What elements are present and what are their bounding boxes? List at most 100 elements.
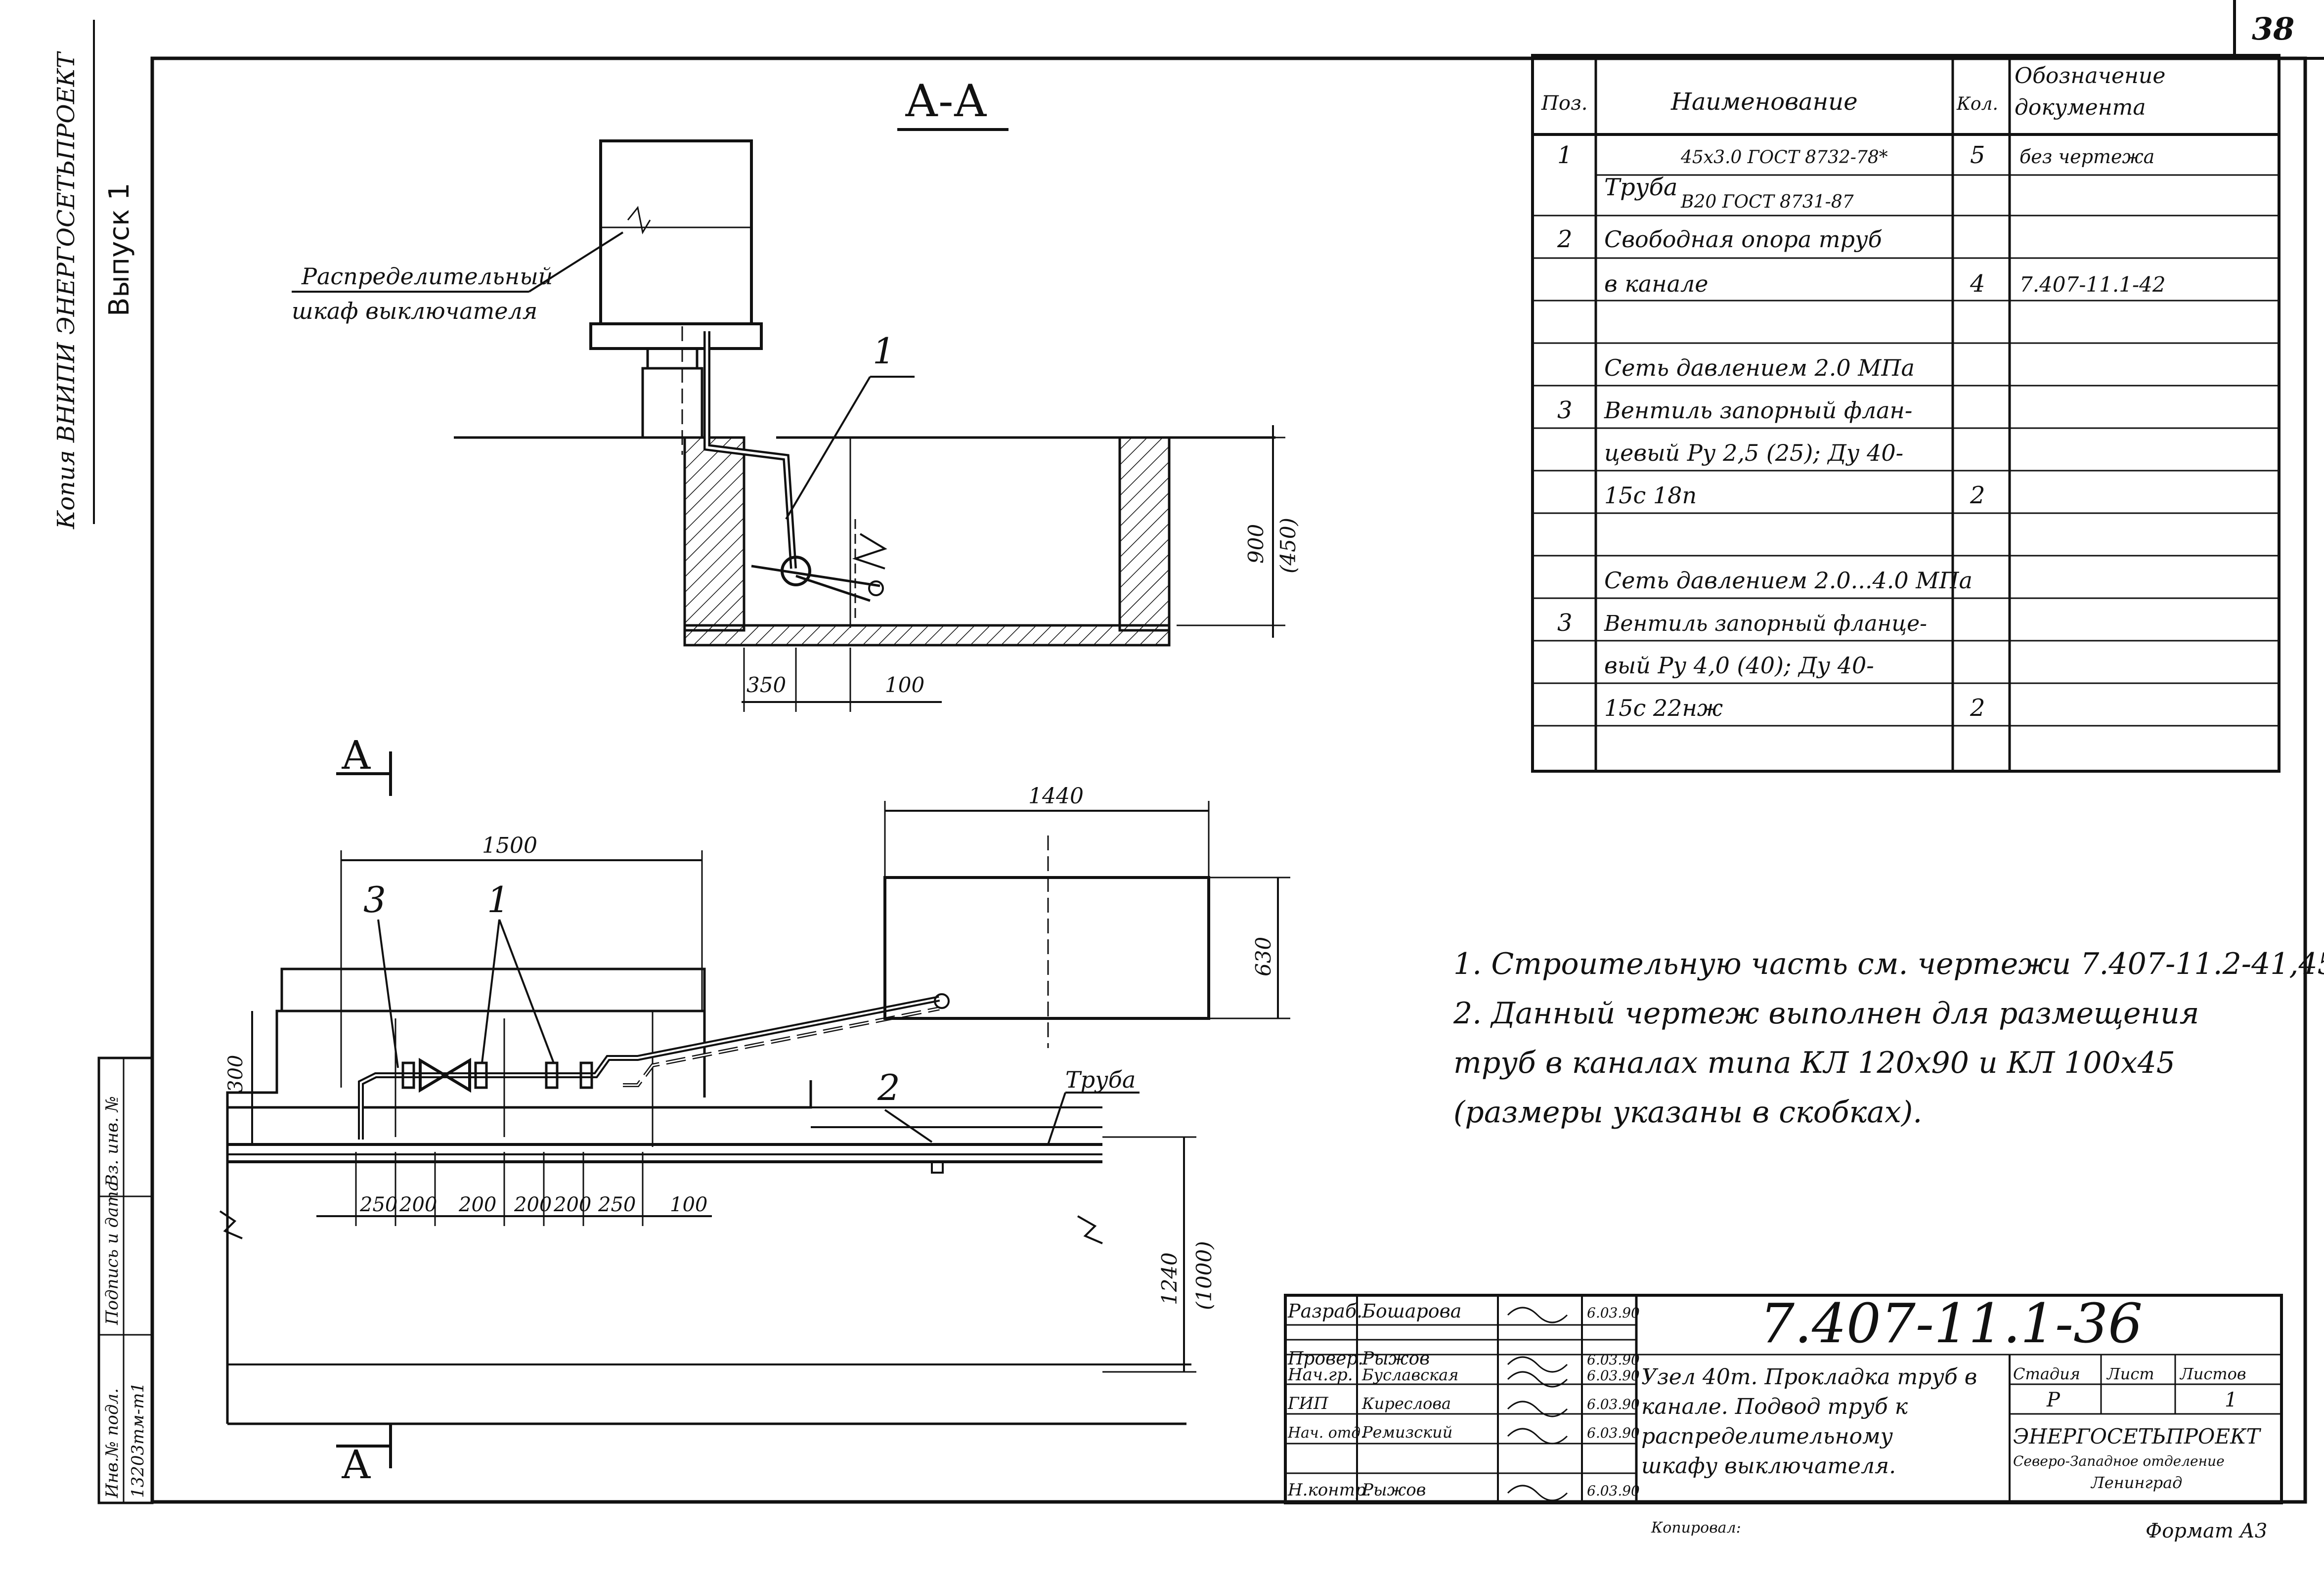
name-head: Буславская	[1361, 1365, 1458, 1384]
support-2	[931, 1161, 944, 1174]
drawing-frame	[150, 56, 2307, 1504]
margin-orig-number: 13203тм-т1	[128, 1382, 148, 1498]
margin-orig-label: Инв.№ подл.	[102, 1388, 122, 1498]
stage-header: Стадия	[2013, 1364, 2080, 1383]
name-checked: Рыжов	[1361, 1349, 1430, 1369]
valve-plan	[419, 1057, 448, 1093]
left-margin-stamp: Копия ВНИПИ ЭНЕРГОСЕТЬПРОЕКТ Выпуск 1 Вз…	[52, 20, 154, 1504]
cabinet-plan: 1440 630	[883, 784, 1290, 1048]
row1-doc: без чертежа	[2019, 146, 2154, 168]
header-doc-1: Обозначение	[2015, 63, 2165, 88]
role-gip: ГИП	[1287, 1394, 1329, 1413]
role-checked: Провер.	[1287, 1349, 1363, 1369]
dim-1440: 1440	[1028, 784, 1084, 809]
channel-wall-left	[683, 436, 745, 632]
organization-branch: Северо-Западное отделение	[2013, 1453, 2225, 1469]
channel-plan-outline	[227, 1080, 812, 1109]
margin-stamp-table	[97, 1056, 154, 1504]
title-line-3: распределительному	[1641, 1424, 1893, 1449]
section-marker-bottom: А	[341, 1442, 371, 1488]
date-gip: 6.03.90	[1587, 1396, 1640, 1412]
dim-630: 630	[1251, 937, 1275, 976]
row2-name-2: в канале	[1604, 270, 1709, 297]
signature-4	[1507, 1401, 1568, 1417]
dim-200-b: 200	[458, 1193, 496, 1216]
role-dept: Нач. отд.	[1287, 1424, 1365, 1442]
group1-name-2: цевый Ру 2,5 (25); Ду 40-	[1604, 439, 1903, 466]
role-head: Нач.гр.	[1287, 1365, 1353, 1385]
date-head: 6.03.90	[1587, 1367, 1640, 1384]
callout-1-section: 1	[873, 330, 895, 372]
row2-doc: 7.407-11.1-42	[2019, 272, 2166, 297]
dim-1500: 1500	[482, 833, 537, 858]
dim-1000: (1000)	[1192, 1241, 1216, 1310]
notes: 1. Строительную часть см. чертежи 7.407-…	[1453, 947, 2324, 1130]
signature-6	[1507, 1485, 1568, 1501]
cabinet-support	[641, 367, 703, 439]
dim-100-section: 100	[885, 673, 924, 697]
header-doc-2: документа	[2015, 95, 2146, 120]
row2-pos: 2	[1557, 225, 1573, 253]
dim-1240: 1240	[1157, 1252, 1182, 1305]
dim-100-plan: 100	[670, 1193, 707, 1216]
note-line-4: (размеры указаны в скобках).	[1453, 1095, 1922, 1130]
callout-1-plan: 1	[487, 879, 510, 921]
cabinet-label-1: Распределительный	[301, 263, 553, 290]
callout-3-plan: 3	[363, 879, 386, 921]
dim-200-a: 200	[399, 1193, 437, 1216]
sheets-value: 1	[2225, 1389, 2237, 1411]
dim-900: 900	[1244, 524, 1268, 564]
specification-table: Поз. Наименование Кол. Обозначение докум…	[1531, 54, 2280, 773]
title-line-2: канале. Подвод труб к	[1641, 1394, 1908, 1419]
group2-name-2: вый Ру 4,0 (40); Ду 40-	[1604, 652, 1874, 679]
stamp-copy-text: Копия ВНИПИ ЭНЕРГОСЕТЬПРОЕКТ	[52, 51, 80, 529]
note-line-3: труб в каналах типа КЛ 120х90 и КЛ 100х4…	[1453, 1046, 2175, 1080]
section-a-a: А-А 1 Распределительный	[292, 75, 1300, 712]
group2-pos: 3	[1557, 609, 1573, 637]
margin-inv-label: Вз. инв. №	[102, 1096, 122, 1187]
organization-city: Ленинград	[2090, 1473, 2182, 1492]
sheets-header: Листов	[2179, 1364, 2246, 1383]
row1-spec-a: 45х3.0 ГОСТ 8732-78*	[1680, 147, 1888, 168]
channel-wall-right	[1118, 436, 1171, 632]
group1-title: Сеть давлением 2.0 МПа	[1604, 354, 1915, 381]
section-marker-top: А	[341, 732, 371, 778]
group1-qty: 2	[1970, 482, 1985, 509]
issue-label: Выпуск 1	[103, 183, 135, 316]
row1-pos: 1	[1557, 141, 1573, 169]
dim-250-a: 250	[359, 1193, 397, 1216]
copied-label: Копировал:	[1651, 1519, 1741, 1537]
row1-qty: 5	[1970, 141, 1985, 169]
sheet-header: Лист	[2106, 1364, 2154, 1383]
format-label: Формат А3	[2146, 1520, 2267, 1542]
name-developed: Бошарова	[1361, 1300, 1461, 1322]
date-developed: 6.03.90	[1587, 1305, 1640, 1321]
dim-250-b: 250	[598, 1193, 636, 1216]
group1-name-3: 15с 18п	[1604, 482, 1697, 509]
signature-3	[1507, 1371, 1568, 1388]
channel-bottom	[683, 624, 1171, 647]
pit-outline	[226, 1010, 706, 1107]
document-code: 7.407-11.1-36	[1760, 1292, 2143, 1355]
date-norm: 6.03.90	[1587, 1483, 1640, 1499]
date-dept: 6.03.90	[1587, 1425, 1640, 1441]
date-checked: 6.03.90	[1587, 1352, 1640, 1368]
name-gip: Киреслова	[1361, 1394, 1451, 1413]
group2-qty: 2	[1970, 694, 1985, 722]
callout-2-plan: 2	[877, 1067, 900, 1108]
group2-name-3: 15с 22нж	[1604, 695, 1723, 721]
signature-1	[1507, 1307, 1568, 1323]
group2-name-1: Вентиль запорный фланце-	[1604, 611, 1927, 636]
dim-450: (450)	[1276, 518, 1300, 573]
title-line-4: шкафу выключателя.	[1641, 1453, 1896, 1479]
name-norm: Рыжов	[1361, 1480, 1426, 1500]
dim-200-c: 200	[514, 1193, 552, 1216]
group1-pos: 3	[1557, 396, 1573, 424]
name-dept: Ремизский	[1361, 1423, 1452, 1442]
row1-spec-b: В20 ГОСТ 8731-87	[1680, 192, 1854, 212]
dim-350: 350	[746, 673, 786, 697]
header-name: Наименование	[1670, 88, 1858, 116]
header-pos: Поз.	[1541, 92, 1588, 115]
title-block: Разраб. Бошарова 6.03.90 Провер. Рыжов 6…	[1284, 1292, 2283, 1504]
